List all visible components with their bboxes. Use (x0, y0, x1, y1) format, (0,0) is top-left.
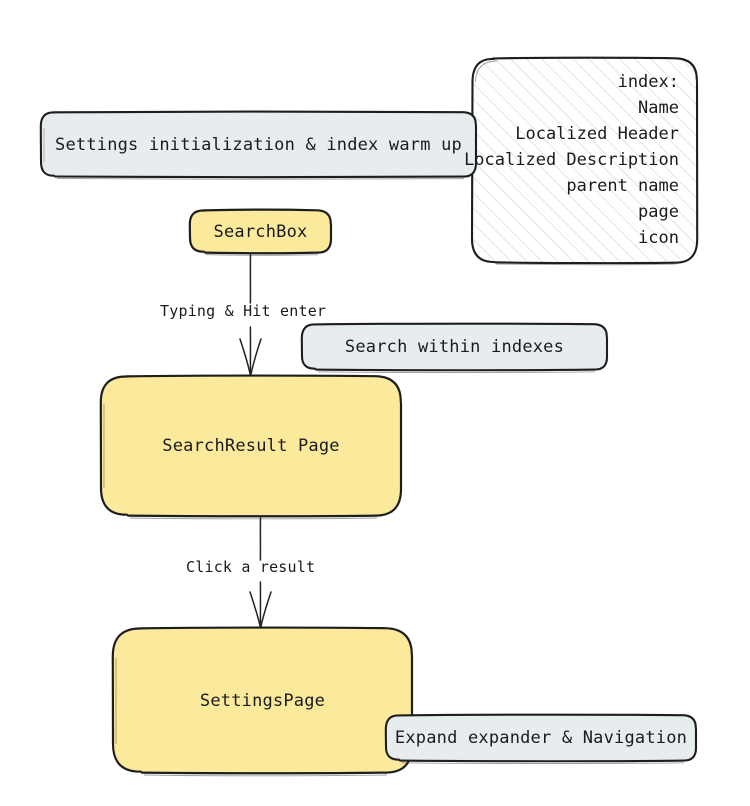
index-field: parent name (566, 176, 679, 196)
index-box-content: index: Name Localized Header Localized D… (464, 58, 679, 263)
search-box-node[interactable] (190, 210, 331, 253)
edge-click-label: Click a result (186, 558, 316, 576)
index-field: icon (638, 228, 679, 248)
warmup-note-shape (39, 110, 478, 180)
warmup-note[interactable] (41, 112, 476, 177)
index-field: page (638, 202, 679, 222)
search-result-page-node[interactable] (101, 376, 401, 516)
edge-typing-shape (239, 253, 262, 377)
edge-typing-label: Typing & Hit enter (160, 302, 327, 320)
search-note-shape (300, 322, 609, 373)
search-result-page-shape (99, 374, 403, 520)
settings-page-node[interactable] (113, 628, 412, 773)
index-heading: index: (617, 72, 679, 92)
index-field: Localized Header (515, 124, 679, 144)
edge-click-shape (249, 517, 272, 629)
expander-note-shape (384, 713, 698, 764)
index-field: Name (638, 98, 679, 118)
search-box-shape (188, 208, 333, 256)
search-note[interactable] (302, 324, 607, 370)
index-field: Localized Description (464, 150, 679, 170)
expander-note[interactable] (386, 715, 696, 761)
